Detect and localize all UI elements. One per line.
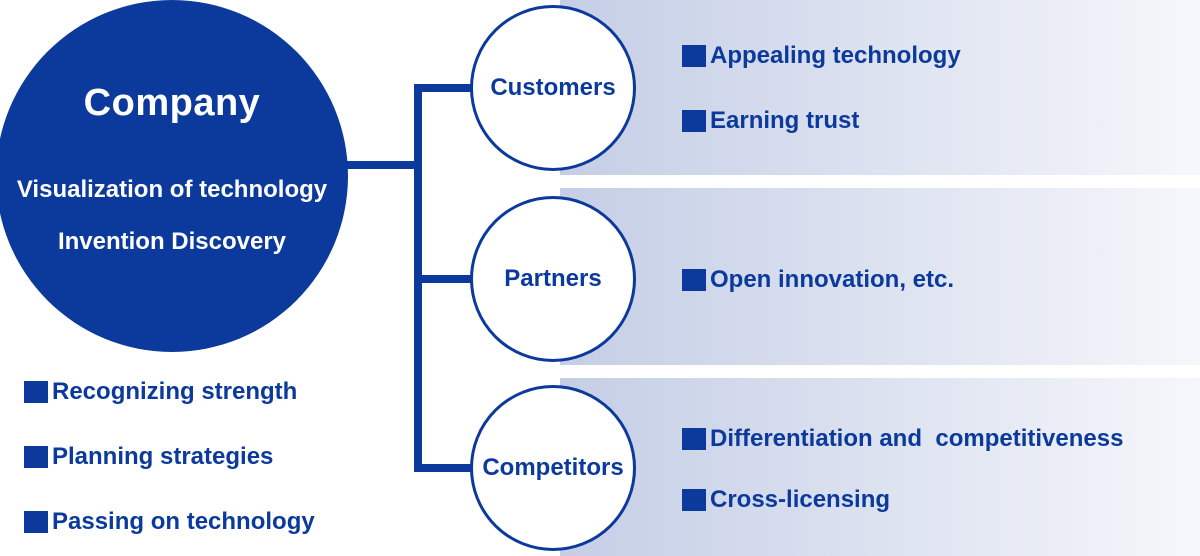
competitors-bullet: Cross-licensing	[682, 486, 890, 514]
company-line-visualization: Visualization of technology	[16, 176, 328, 203]
square-bullet-icon	[24, 446, 48, 468]
customers-bullet: Earning trust	[682, 107, 859, 135]
customers-bullet-text: Earning trust	[710, 107, 860, 134]
company-bullet-text: Passing on technology	[52, 508, 315, 535]
partners-band	[560, 188, 1200, 365]
competitors-band	[560, 378, 1200, 556]
company-bullet: Passing on technology	[24, 508, 315, 536]
company-circle: Company Visualization of technology Inve…	[0, 0, 348, 352]
company-line-invention: Invention Discovery	[57, 228, 287, 255]
company-bullet-text: Planning strategies	[52, 443, 274, 470]
square-bullet-icon	[682, 489, 706, 511]
customers-bullet: Appealing technology	[682, 42, 961, 70]
company-bullet: Planning strategies	[24, 443, 273, 471]
square-bullet-icon	[24, 381, 48, 403]
square-bullet-icon	[682, 428, 706, 450]
competitors-bullet-text: Cross-licensing	[710, 486, 891, 513]
company-title: Company	[83, 82, 261, 124]
square-bullet-icon	[682, 45, 706, 67]
partners-bullet-text: Open innovation, etc.	[710, 266, 955, 293]
customers-bullet-text: Appealing technology	[710, 42, 961, 69]
partners-node: Partners	[470, 196, 636, 362]
competitors-bullet: Differentiation and competitiveness	[682, 425, 1123, 453]
square-bullet-icon	[24, 511, 48, 533]
square-bullet-icon	[682, 269, 706, 291]
company-bullet-text: Recognizing strength	[52, 378, 298, 405]
competitors-bullet-text: Differentiation and competitiveness	[710, 425, 1124, 452]
square-bullet-icon	[682, 110, 706, 132]
competitors-node: Competitors	[470, 385, 636, 551]
partners-bullet: Open innovation, etc.	[682, 266, 954, 294]
company-bullet: Recognizing strength	[24, 378, 297, 406]
customers-band	[560, 0, 1200, 175]
customers-node: Customers	[470, 5, 636, 171]
